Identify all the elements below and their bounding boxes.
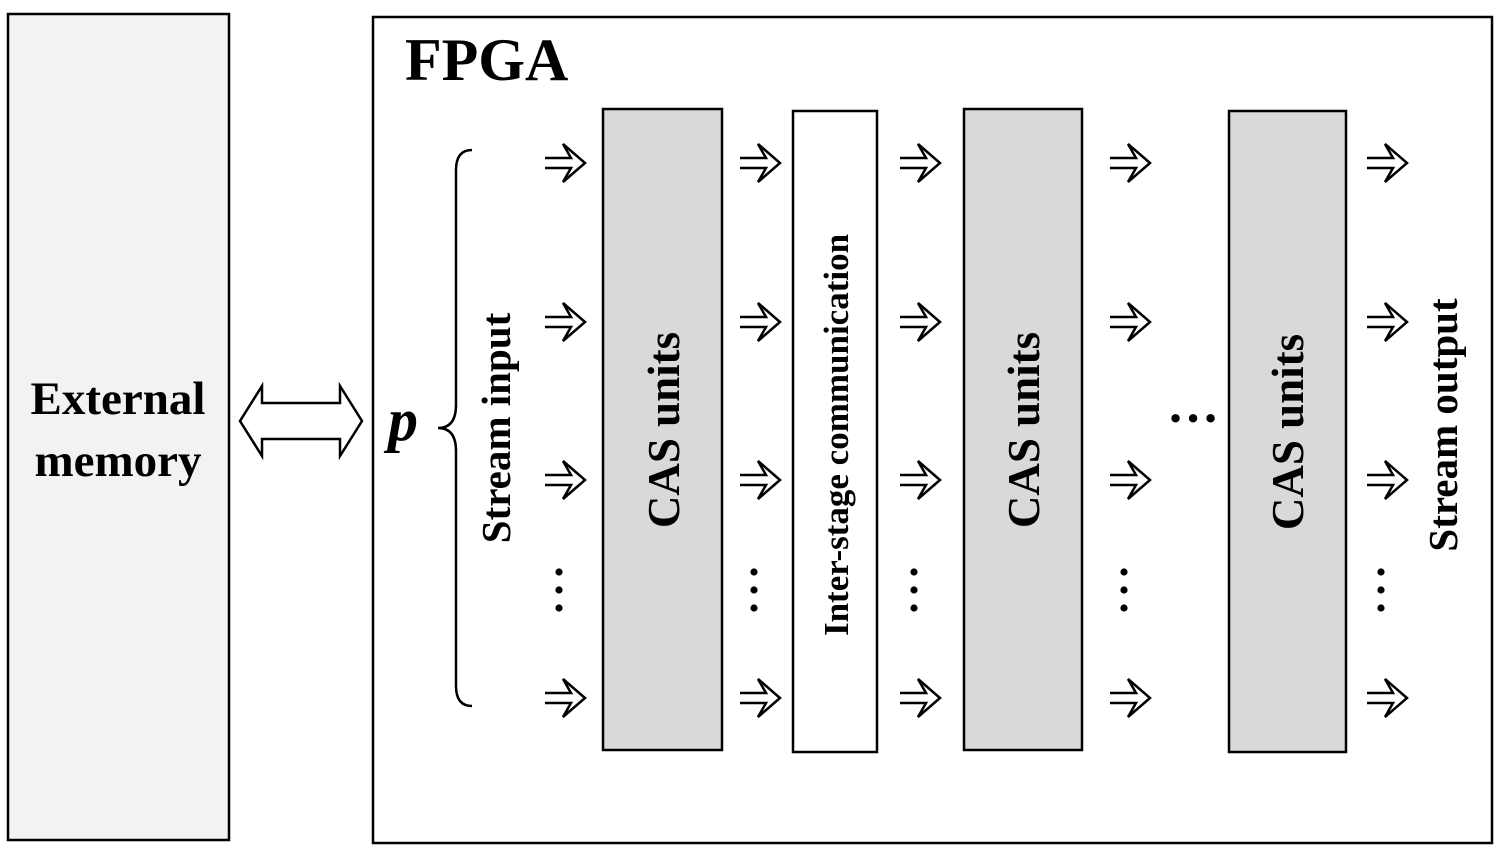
vertical-ellipsis-dot [1377,586,1385,594]
right-arrow-icon [740,302,782,342]
right-arrow-icon [545,143,587,183]
right-arrow-icon [740,678,782,718]
vertical-ellipsis-dot [1120,586,1128,594]
right-arrow-icon [1110,143,1152,183]
stream-output-label: Stream output [1420,298,1466,552]
vertical-ellipsis-dot [910,568,918,576]
right-arrow-icon [900,143,942,183]
right-arrow-icon [545,302,587,342]
cas-units-label: CAS units [639,332,689,528]
right-arrow-icon [1367,302,1409,342]
vertical-ellipsis-dot [1120,604,1128,612]
parallelism-label: p [383,387,418,453]
cas-units-label: CAS units [1263,334,1313,530]
right-arrow-icon [900,678,942,718]
cas-box [962,107,1084,752]
vertical-ellipsis-dot [1120,568,1128,576]
stage-ellipsis: … [1167,377,1219,434]
vertical-ellipsis-dot [910,604,918,612]
vertical-ellipsis-dot [750,604,758,612]
vertical-ellipsis-dot [555,604,563,612]
right-arrow-icon [545,460,587,500]
vertical-ellipsis-dot [555,586,563,594]
right-arrow-icon [740,460,782,500]
vertical-ellipsis-dot [750,568,758,576]
external-memory-label-line2: memory [34,435,202,487]
stage-3-cas-units: CAS units [962,107,1084,752]
right-arrow-icon [1110,678,1152,718]
stage-4-cas-units: CAS units [1227,109,1348,754]
right-arrow-icon [1110,460,1152,500]
cas-box [601,107,724,752]
stream-input-label: Stream input [473,312,519,543]
cas-box [1227,109,1348,754]
stage-1-cas-units: CAS units [601,107,724,752]
cas-units-label: CAS units [999,332,1049,528]
external-memory-label-line1: External [31,373,206,425]
vertical-ellipsis-dot [555,568,563,576]
bidirectional-arrow-icon [238,381,364,461]
right-arrow-icon [1367,678,1409,718]
inter-stage-communication-label: Inter-stage communication [817,234,856,636]
vertical-ellipsis-dot [1377,568,1385,576]
vertical-ellipsis-dot [1377,604,1385,612]
brace-icon [437,148,473,708]
right-arrow-icon [900,460,942,500]
right-arrow-icon [1367,143,1409,183]
right-arrow-icon [900,302,942,342]
right-arrow-icon [545,678,587,718]
right-arrow-icon [1110,302,1152,342]
external-memory-box [6,12,231,842]
vertical-ellipsis-dot [910,586,918,594]
comm-box [791,109,879,754]
fpga-title: FPGA [405,27,568,93]
external-memory-block: External memory [6,12,231,842]
arrow-columns [545,143,1409,718]
stage-2-inter-stage-communication: Inter-stage communication [791,109,879,754]
right-arrow-icon [1367,460,1409,500]
right-arrow-icon [740,143,782,183]
vertical-ellipsis-dot [750,586,758,594]
